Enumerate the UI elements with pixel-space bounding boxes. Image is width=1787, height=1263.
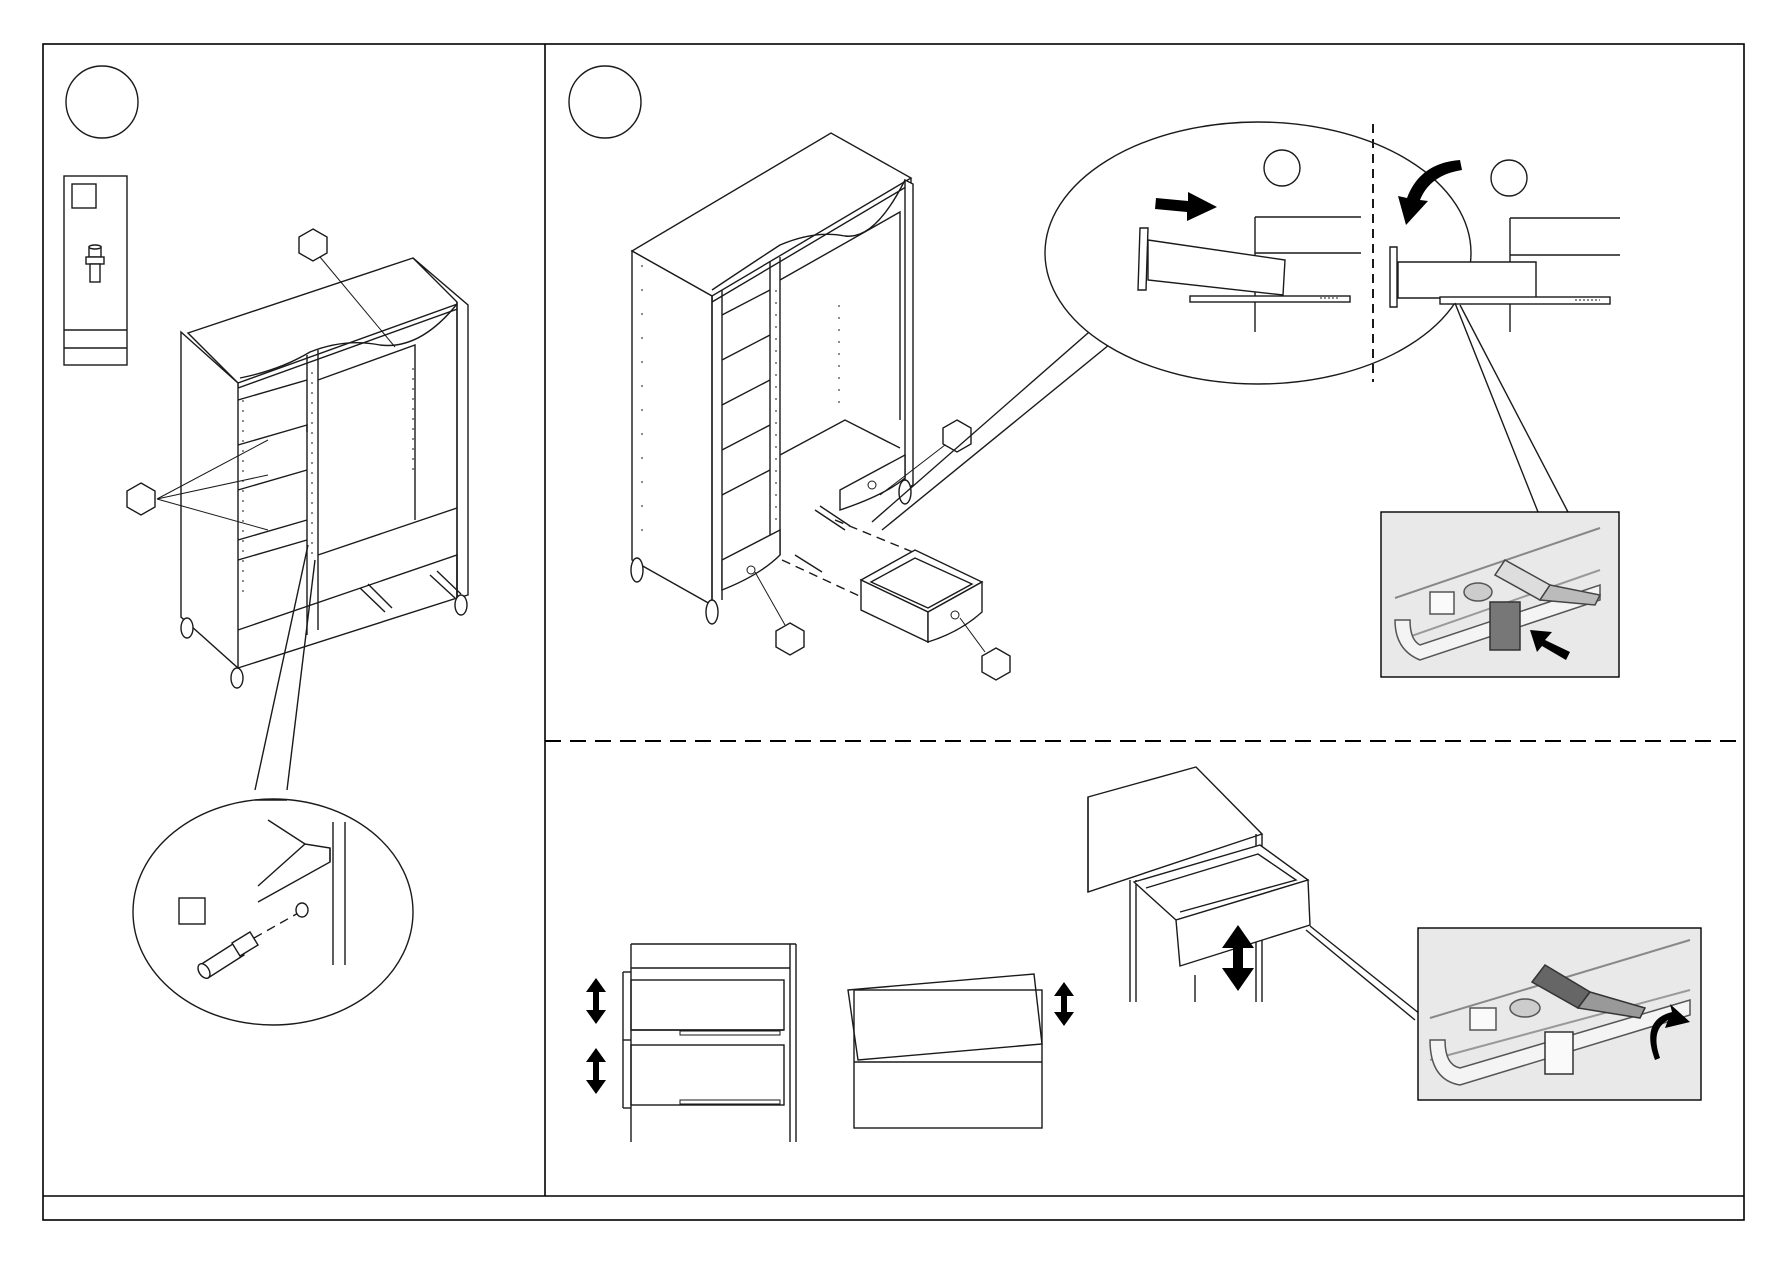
double-arrow-vertical-icon: [1054, 982, 1074, 1026]
hex-label-drawer-out: [960, 618, 1010, 680]
runner-clip-photo-top: [1381, 512, 1619, 677]
drawer-level-front-diagram: [848, 974, 1074, 1128]
step-number-circle-right: [569, 66, 641, 138]
double-arrow-vertical-icon: [586, 978, 606, 1024]
parts-box: [64, 176, 127, 365]
drawer-pulled-out: [861, 550, 982, 642]
step-right: [569, 66, 1701, 1142]
wardrobe-illustration-left: [181, 258, 468, 790]
step-left: [64, 66, 468, 1025]
double-arrow-vertical-icon: [586, 1048, 606, 1094]
drawer-height-adjust-diagram: [586, 944, 796, 1142]
shelf-pin-detail-callout: [133, 799, 413, 1025]
shelf-holes: [243, 368, 413, 600]
shelf-pin-icon: [86, 245, 104, 282]
inset-marker-second: [1491, 160, 1527, 196]
wardrobe-illustration-right: [631, 133, 920, 624]
runner-insertion-inset: [1045, 122, 1620, 512]
part-id-square: [72, 184, 96, 208]
hex-label-drawer-left: [755, 572, 804, 655]
drawer-open-diagram: [1088, 767, 1420, 1020]
runner-clip-photo-bottom: [1418, 928, 1701, 1100]
step-number-circle-left: [66, 66, 138, 138]
